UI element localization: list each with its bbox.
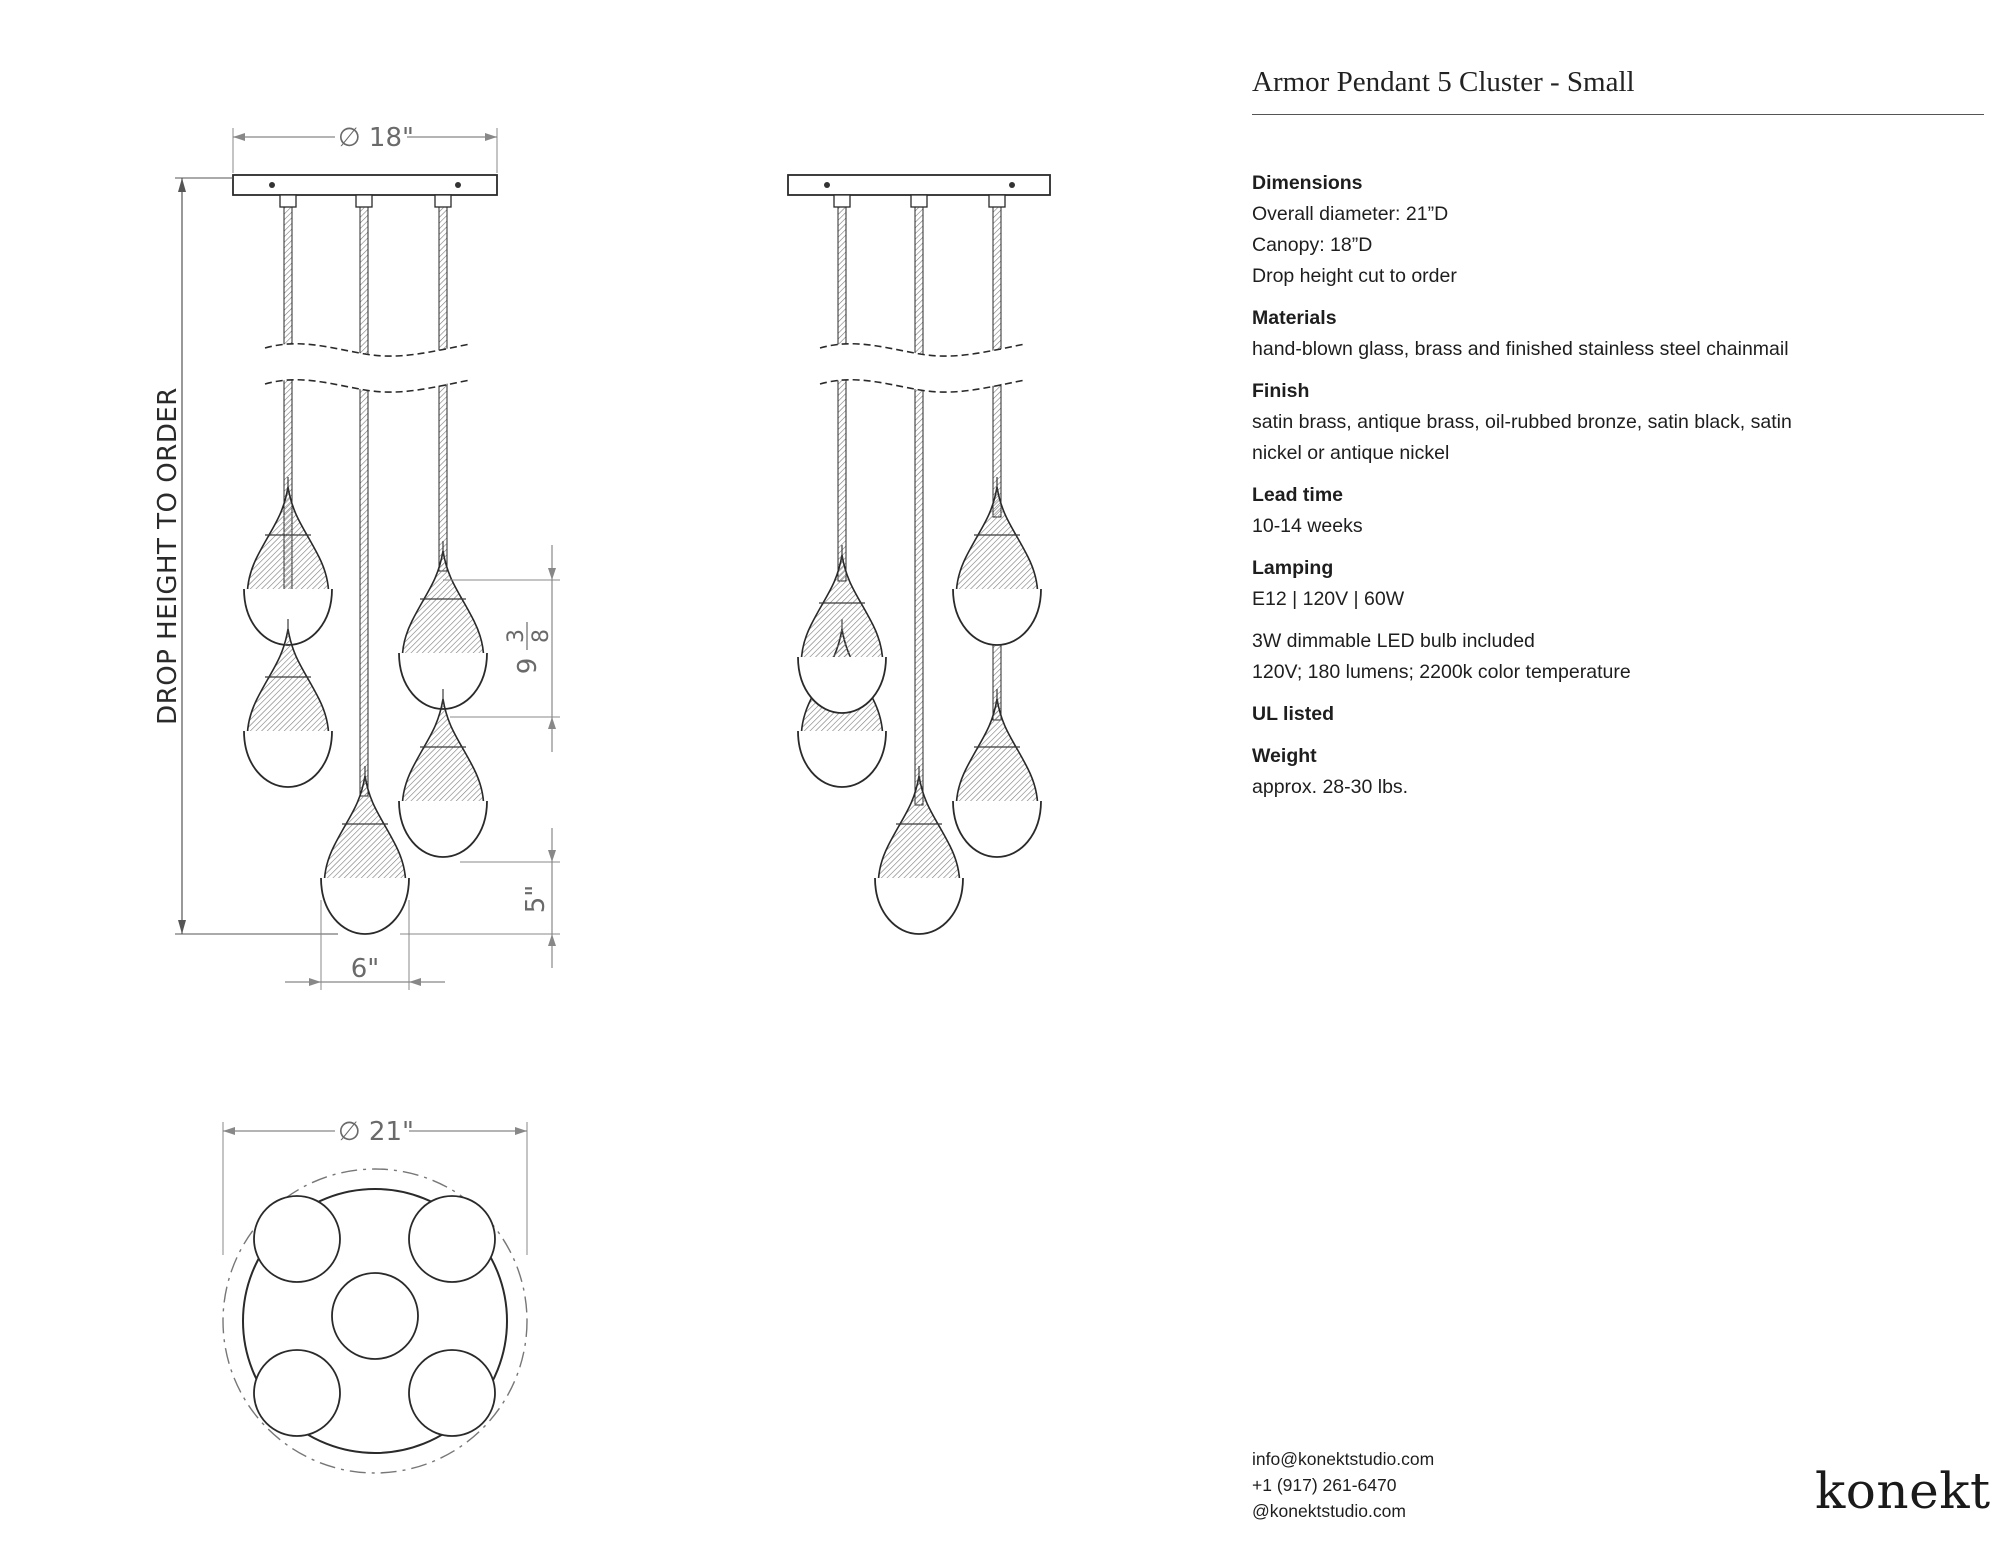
spec-materials: Materials hand-blown glass, brass and fi…	[1252, 303, 1952, 365]
spec-label: Lead time	[1252, 484, 1344, 506]
spec-weight: Weight approx. 28-30 lbs.	[1252, 741, 1952, 803]
spec-lamping: Lamping E12 | 120V | 60W	[1252, 553, 1952, 615]
front-view: ∅ 18" DROP HEIGHT TO ORDER	[153, 120, 560, 990]
spec-ul: UL listed	[1252, 699, 1952, 730]
contact-social[interactable]: @konektstudio.com	[1252, 1501, 1406, 1521]
spec-dimensions: Dimensions Overall diameter: 21”D Canopy…	[1252, 168, 1952, 292]
contact-email[interactable]: info@konektstudio.com	[1252, 1449, 1435, 1469]
contact-block: info@konektstudio.com +1 (917) 261-6470 …	[1252, 1446, 1434, 1524]
spec-value: hand-blown glass, brass and finished sta…	[1252, 338, 1789, 360]
spec-label: Lamping	[1252, 557, 1334, 579]
spec-value: 3W dimmable LED bulb included	[1252, 630, 1535, 652]
spec-bulb: 3W dimmable LED bulb included 120V; 180 …	[1252, 626, 1952, 688]
spec-label: Finish	[1252, 380, 1310, 402]
brand-logo: konekt	[1815, 1462, 1991, 1520]
spec-value: 120V; 180 lumens; 2200k color temperatur…	[1252, 661, 1631, 683]
spec-label: Materials	[1252, 307, 1337, 329]
spec-list: Dimensions Overall diameter: 21”D Canopy…	[1252, 168, 1952, 814]
spec-value: E12 | 120V | 60W	[1252, 588, 1405, 610]
drop-height-label: DROP HEIGHT TO ORDER	[153, 387, 183, 725]
technical-drawing: ∅ 18" DROP HEIGHT TO ORDER	[153, 120, 1051, 1474]
pendant-height-label: 5"	[521, 885, 551, 914]
pendant-spacing-whole: 9	[513, 658, 543, 675]
title-divider	[1252, 114, 1984, 115]
contact-phone[interactable]: +1 (917) 261-6470	[1252, 1475, 1397, 1495]
spec-lead-time: Lead time 10-14 weeks	[1252, 480, 1952, 542]
spec-value: Canopy: 18”D	[1252, 234, 1373, 256]
spec-label: UL listed	[1252, 703, 1334, 725]
side-view	[787, 174, 1051, 935]
product-title: Armor Pendant 5 Cluster - Small	[1252, 66, 1635, 98]
spec-label: Weight	[1252, 745, 1317, 767]
spec-value: 10-14 weeks	[1252, 515, 1363, 537]
plan-view: ∅ 21"	[222, 1112, 528, 1474]
spec-label: Dimensions	[1252, 172, 1363, 194]
pendant-width-label: 6"	[351, 954, 380, 984]
spec-value: Drop height cut to order	[1252, 265, 1457, 287]
spec-value: Overall diameter: 21”D	[1252, 203, 1449, 225]
spec-value: approx. 28-30 lbs.	[1252, 776, 1409, 798]
spec-value: satin brass, antique brass, oil-rubbed b…	[1252, 411, 1792, 433]
spec-value: nickel or antique nickel	[1252, 442, 1450, 464]
overall-diameter-label: ∅ 21"	[338, 1117, 414, 1147]
pendant-spacing-numerator: 3	[504, 629, 529, 643]
spec-finish: Finish satin brass, antique brass, oil-r…	[1252, 376, 1952, 469]
canopy-diameter-label: ∅ 18"	[338, 123, 414, 153]
pendant-spacing-denominator: 8	[529, 629, 554, 643]
